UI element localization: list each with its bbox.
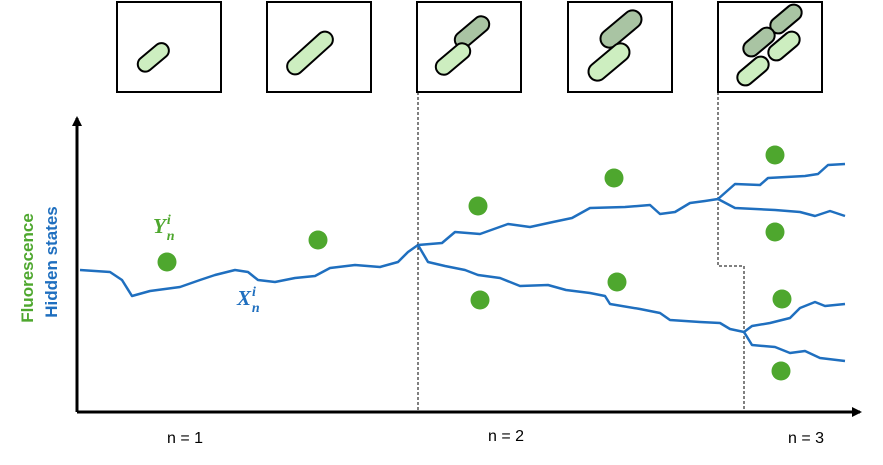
generation-dividers: [417, 92, 745, 410]
fluorescence-point: [771, 361, 791, 381]
cell-frame-4: [567, 1, 673, 93]
cell-frame-1: [116, 1, 222, 93]
fluorescence-point: [157, 252, 177, 272]
fluorescence-point: [765, 222, 785, 242]
trajectory-lower: [416, 244, 745, 334]
fluorescence-point: [468, 196, 488, 216]
cell-frame-5: [717, 1, 823, 93]
cell-frame-2: [266, 1, 372, 93]
fluorescence-point: [607, 272, 627, 292]
fluorescence-point: [470, 290, 490, 310]
trajectory-upper: [417, 162, 846, 247]
fluorescence-point: [604, 168, 624, 188]
hidden-state-trajectories: [79, 162, 846, 363]
fluorescence-point: [308, 230, 328, 250]
trajectory-root: [79, 243, 419, 298]
generation-label: n = 2: [488, 428, 524, 445]
fluorescence-axis-label: Fluorescence: [18, 213, 37, 323]
cell-images: [116, 1, 823, 93]
axes: [72, 116, 862, 417]
trajectory-lower-branch-b: [742, 331, 846, 363]
fluorescence-point: [765, 145, 785, 165]
trajectory-upper-branch: [717, 197, 846, 218]
generation-label: n = 1: [167, 430, 203, 447]
trajectory-lower-branch-a: [743, 300, 846, 333]
fluorescence-points: [157, 145, 792, 381]
generation-label: n = 3: [788, 430, 824, 447]
cell-frame-3: [416, 1, 522, 93]
fluorescence-point: [772, 289, 792, 309]
hidden-states-axis-label: Hidden states: [42, 206, 61, 317]
